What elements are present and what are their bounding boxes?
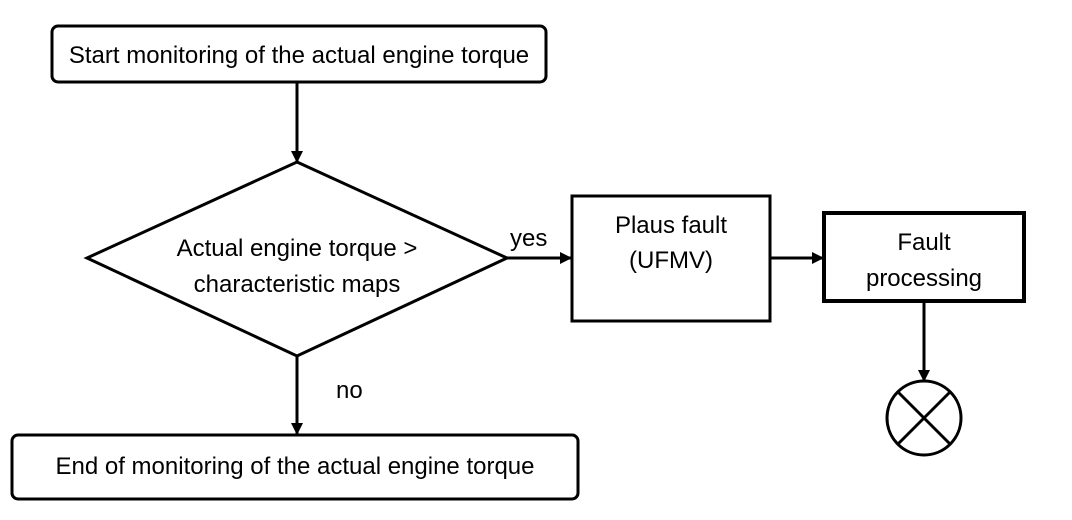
start-node-label: Start monitoring of the actual engine to… xyxy=(69,42,529,69)
fault-processing-node: Fault processing xyxy=(822,211,1026,303)
no-label: no xyxy=(336,377,363,404)
decision-label-line-1: Actual engine torque > xyxy=(177,235,418,262)
end-node: End of monitoring of the actual engine t… xyxy=(10,433,580,501)
fault-processing-label-line-2: processing xyxy=(866,265,982,292)
yes-label: yes xyxy=(510,225,547,252)
decision-node: Actual engine torque > characteristic ma… xyxy=(83,160,511,358)
decision-label-line-2: characteristic maps xyxy=(194,271,401,298)
start-node: Start monitoring of the actual engine to… xyxy=(50,24,548,84)
end-node-label: End of monitoring of the actual engine t… xyxy=(56,453,535,480)
crossed-circle-icon xyxy=(885,379,963,457)
plaus-fault-node: Plaus fault (UFMV) xyxy=(570,194,772,323)
plaus-fault-label-line-2: (UFMV) xyxy=(629,247,713,274)
plaus-fault-label-line-1: Plaus fault xyxy=(615,212,727,239)
fault-processing-label-line-1: Fault xyxy=(897,229,951,256)
